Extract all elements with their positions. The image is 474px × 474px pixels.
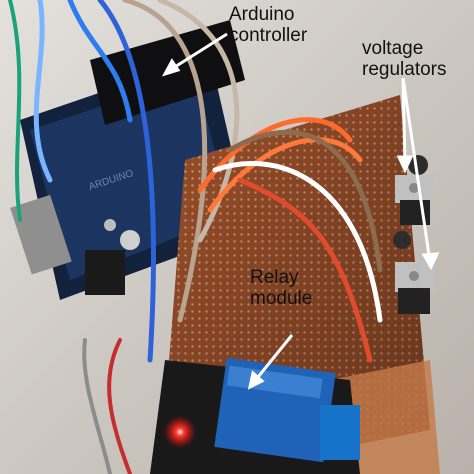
led-indicator: [164, 416, 196, 448]
voltage-regulator-bottom: [393, 231, 435, 314]
relay-module: [150, 357, 360, 474]
relay-module-label: Relay module: [250, 267, 313, 309]
arrows: [161, 32, 440, 390]
voltage-regulators-label: voltage regulators: [362, 38, 447, 80]
arduino-controller-label: Arduino controller: [229, 4, 308, 46]
wires: [8, 0, 383, 474]
